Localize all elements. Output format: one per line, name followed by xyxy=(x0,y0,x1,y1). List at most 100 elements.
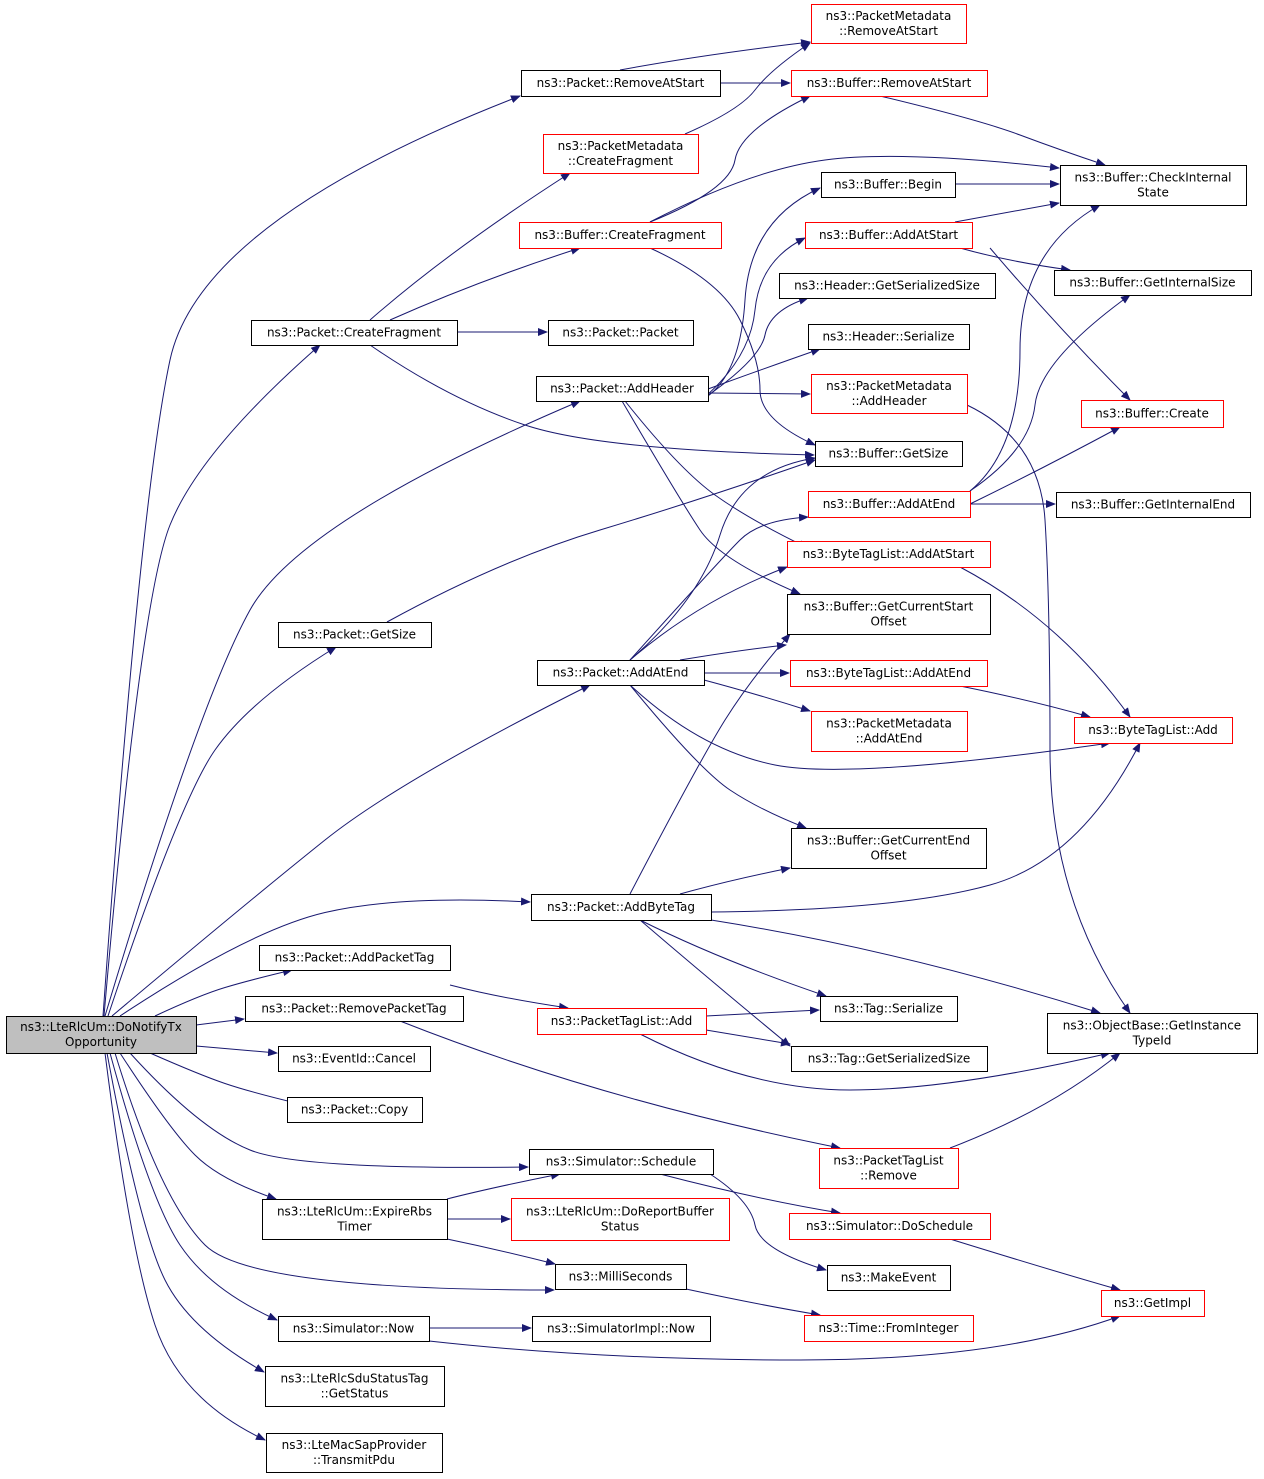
node-label-makeEvent-0: ns3::MakeEvent xyxy=(841,1271,937,1285)
node-label-bufGetSize-0: ns3::Buffer::GetSize xyxy=(829,447,949,461)
node-pktAddAtEnd[interactable]: ns3::Packet::AddAtEnd xyxy=(537,660,705,686)
node-box-simNow xyxy=(278,1316,430,1342)
node-pktRemoveAtStart[interactable]: ns3::Packet::RemoveAtStart xyxy=(521,70,721,97)
node-pmRemoveAtStart[interactable]: ns3::PacketMetadata::RemoveAtStart xyxy=(811,4,967,44)
node-pmAddAtEnd[interactable]: ns3::PacketMetadata::AddAtEnd xyxy=(811,711,968,752)
node-label-expireRbsTimer-0: ns3::LteRlcUm::ExpireRbs xyxy=(277,1205,432,1219)
node-pktCopy[interactable]: ns3::Packet::Copy xyxy=(287,1097,423,1123)
node-getImpl[interactable]: ns3::GetImpl xyxy=(1101,1290,1205,1317)
node-box-simImplNow xyxy=(532,1316,711,1342)
node-label-simNow-0: ns3::Simulator::Now xyxy=(293,1322,415,1336)
node-label-pktRemovePacketTag-0: ns3::Packet::RemovePacketTag xyxy=(261,1002,446,1016)
node-ptlRemove[interactable]: ns3::PacketTagList::Remove xyxy=(819,1148,959,1189)
node-btlAddAtStart[interactable]: ns3::ByteTagList::AddAtStart xyxy=(787,541,991,568)
node-pktAddByteTag[interactable]: ns3::Packet::AddByteTag xyxy=(531,894,712,921)
edge-pktAddAtEnd-to-btlAdd xyxy=(629,684,1111,770)
node-pktRemovePacketTag[interactable]: ns3::Packet::RemovePacketTag xyxy=(245,996,464,1022)
node-ptlAdd[interactable]: ns3::PacketTagList::Add xyxy=(537,1008,707,1035)
node-box-pktAddAtEnd xyxy=(537,660,705,686)
edge-bufCreateFragment-to-bufGetSize xyxy=(649,247,816,446)
edge-root-to-evCancel xyxy=(195,1045,278,1057)
node-hdrSerialize[interactable]: ns3::Header::Serialize xyxy=(808,324,970,350)
node-hdrGetSerializedSize[interactable]: ns3::Header::GetSerializedSize xyxy=(779,273,996,299)
node-bufRemoveAtStart[interactable]: ns3::Buffer::RemoveAtStart xyxy=(791,70,988,97)
node-box-hdrGetSerializedSize xyxy=(779,273,996,299)
node-pktAddHeader[interactable]: ns3::Packet::AddHeader xyxy=(536,376,709,402)
node-box-simDoSchedule xyxy=(789,1213,991,1240)
node-label-doReportBufferStatus-0: ns3::LteRlcUm::DoReportBuffer xyxy=(526,1205,714,1219)
node-pmCreateFragment[interactable]: ns3::PacketMetadata::CreateFragment xyxy=(543,134,699,174)
node-box-bufGetInternalEnd xyxy=(1056,492,1251,518)
edge-pktRemoveAtStart-to-pmRemoveAtStart xyxy=(619,39,811,71)
node-box-btlAddAtEnd xyxy=(790,660,988,687)
node-bufGetInternalSize[interactable]: ns3::Buffer::GetInternalSize xyxy=(1054,270,1252,296)
node-simDoSchedule[interactable]: ns3::Simulator::DoSchedule xyxy=(789,1213,991,1240)
edge-root-to-simSchedule xyxy=(129,1052,529,1172)
node-label-milliSeconds-0: ns3::MilliSeconds xyxy=(569,1270,673,1284)
edge-btlAddAtEnd-to-btlAdd xyxy=(959,685,1091,719)
node-bufCreateFragment[interactable]: ns3::Buffer::CreateFragment xyxy=(519,222,722,249)
node-simImplNow[interactable]: ns3::SimulatorImpl::Now xyxy=(532,1316,711,1342)
node-label-bufCheckInternal-0: ns3::Buffer::CheckInternal xyxy=(1074,171,1231,185)
node-pktPacket[interactable]: ns3::Packet::Packet xyxy=(548,320,694,346)
node-box-bufAddAtStart xyxy=(805,222,973,249)
edge-pktRemovePacketTag-to-ptlRemove xyxy=(399,1020,841,1151)
node-box-bufCheckInternal xyxy=(1060,165,1247,206)
edge-pmCreateFragment-to-pmRemoveAtStart xyxy=(684,42,811,135)
edge-root-to-transmitPdu xyxy=(104,1052,266,1441)
node-label-pmRemoveAtStart-1: ::RemoveAtStart xyxy=(839,24,938,38)
node-bufAddAtStart[interactable]: ns3::Buffer::AddAtStart xyxy=(805,222,973,249)
edge-pktAddHeader-to-hdrSerialize xyxy=(707,348,821,390)
node-bufCreate[interactable]: ns3::Buffer::Create xyxy=(1081,400,1224,428)
edge-ptlRemove-to-obGetInstanceTypeId xyxy=(949,1052,1121,1149)
node-box-pktRemoveAtStart xyxy=(521,70,721,97)
edge-root-to-sduGetStatus xyxy=(106,1052,265,1373)
node-label-bufGetCurrentStartOffset-0: ns3::Buffer::GetCurrentStart xyxy=(804,600,974,614)
node-sduGetStatus[interactable]: ns3::LteRlcSduStatusTag::GetStatus xyxy=(265,1366,445,1407)
node-btlAdd[interactable]: ns3::ByteTagList::Add xyxy=(1074,717,1233,744)
edge-ptlAdd-to-obGetInstanceTypeId xyxy=(639,1033,1111,1091)
node-bufBegin[interactable]: ns3::Buffer::Begin xyxy=(821,172,956,198)
edge-root-to-expireRbsTimer xyxy=(119,1052,277,1200)
node-pktGetSize[interactable]: ns3::Packet::GetSize xyxy=(278,622,432,648)
edge-bufCreateFragment-to-bufRemoveAtStart xyxy=(649,95,811,223)
node-pmAddHeader[interactable]: ns3::PacketMetadata::AddHeader xyxy=(811,374,968,414)
node-simSchedule[interactable]: ns3::Simulator::Schedule xyxy=(529,1149,714,1175)
node-label-tagGetSerializedSize-0: ns3::Tag::GetSerializedSize xyxy=(808,1052,971,1066)
node-btlAddAtEnd[interactable]: ns3::ByteTagList::AddAtEnd xyxy=(790,660,988,687)
node-bufAddAtEnd[interactable]: ns3::Buffer::AddAtEnd xyxy=(808,491,971,518)
node-milliSeconds[interactable]: ns3::MilliSeconds xyxy=(555,1264,687,1290)
edge-pktAddByteTag-to-tagGetSerializedSize xyxy=(639,919,791,1047)
node-bufGetSize[interactable]: ns3::Buffer::GetSize xyxy=(815,441,963,467)
node-transmitPdu[interactable]: ns3::LteMacSapProvider::TransmitPdu xyxy=(266,1433,443,1473)
node-tagSerialize[interactable]: ns3::Tag::Serialize xyxy=(820,996,958,1022)
node-label-pmAddAtEnd-1: ::AddAtEnd xyxy=(856,732,923,746)
node-simNow[interactable]: ns3::Simulator::Now xyxy=(278,1316,430,1342)
edge-root-to-pktRemovePacketTag xyxy=(195,1016,245,1026)
node-bufGetInternalEnd[interactable]: ns3::Buffer::GetInternalEnd xyxy=(1056,492,1251,518)
node-pktCreateFragment[interactable]: ns3::Packet::CreateFragment xyxy=(251,320,458,346)
node-pktAddPacketTag[interactable]: ns3::Packet::AddPacketTag xyxy=(259,945,451,971)
edge-pktAddAtEnd-to-btlAddAtStart xyxy=(629,566,788,661)
node-timeFromInteger[interactable]: ns3::Time::FromInteger xyxy=(804,1315,974,1342)
node-makeEvent[interactable]: ns3::MakeEvent xyxy=(827,1265,951,1291)
node-evCancel[interactable]: ns3::EventId::Cancel xyxy=(278,1046,431,1072)
node-label-tagSerialize-0: ns3::Tag::Serialize xyxy=(834,1002,943,1016)
node-box-ptlAdd xyxy=(537,1008,707,1035)
edge-bufAddAtEnd-to-bufCheckInternal xyxy=(969,204,1101,492)
node-tagGetSerializedSize[interactable]: ns3::Tag::GetSerializedSize xyxy=(791,1046,988,1072)
edge-root-to-pktAddHeader xyxy=(104,400,581,1017)
node-box-sduGetStatus xyxy=(265,1366,445,1407)
edge-simDoSchedule-to-getImpl xyxy=(949,1238,1121,1292)
node-label-root-1: Opportunity xyxy=(65,1035,137,1049)
edge-root-to-pktAddByteTag xyxy=(119,897,531,1017)
node-label-transmitPdu-0: ns3::LteMacSapProvider xyxy=(282,1438,427,1452)
